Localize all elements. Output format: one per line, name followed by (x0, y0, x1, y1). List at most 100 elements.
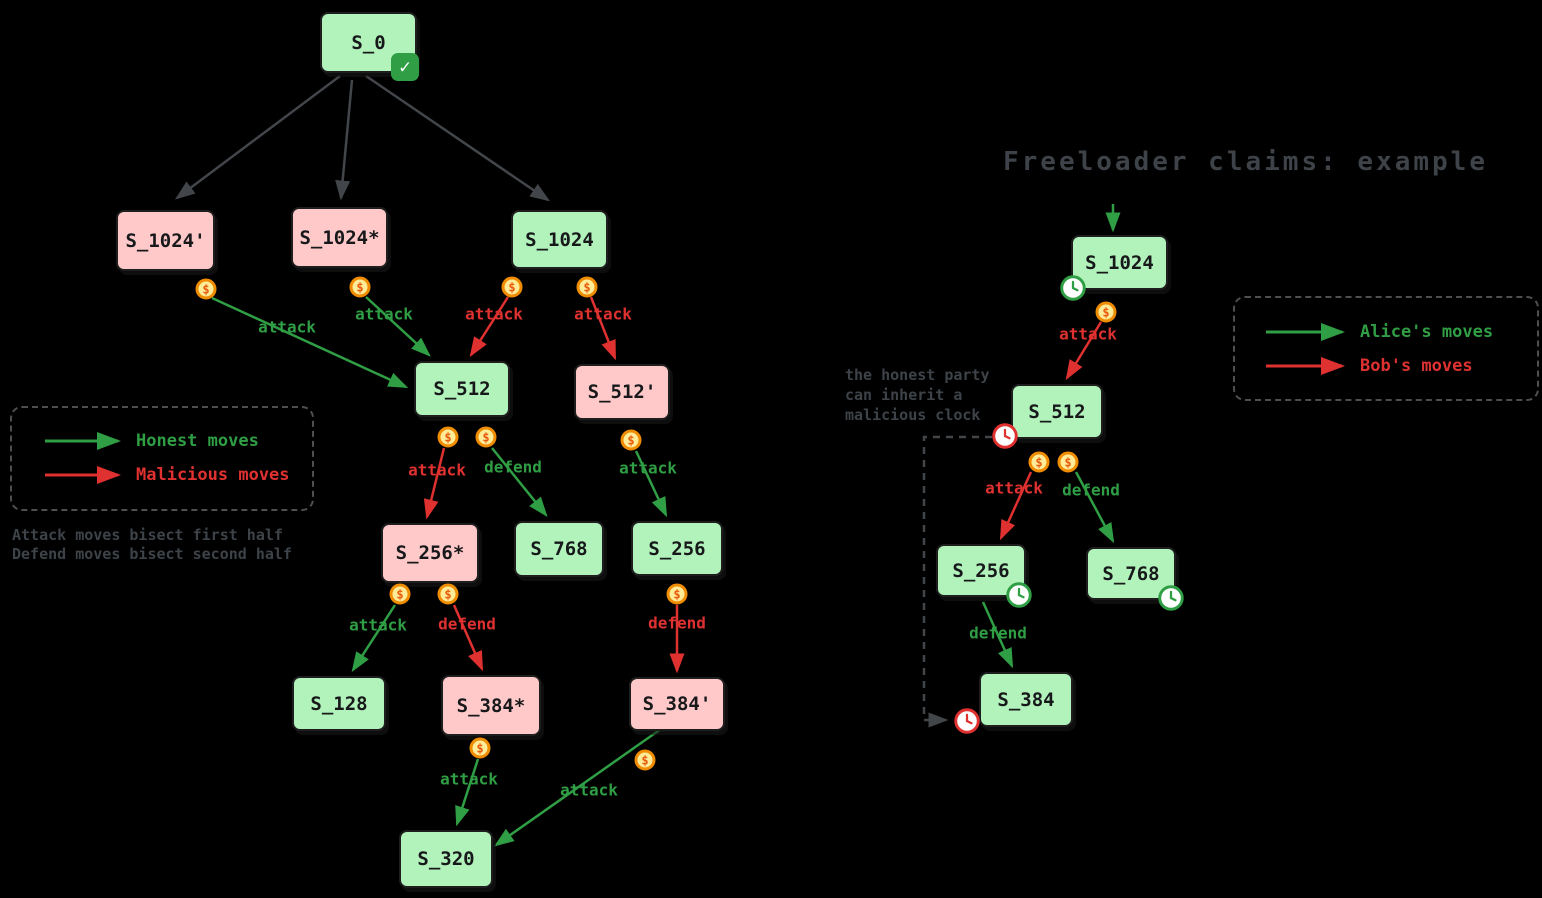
legend-bob-label: Bob's moves (1360, 356, 1473, 376)
edge-s1024-attack-s512p (589, 296, 617, 361)
node-s1024: S_1024 (511, 210, 608, 269)
coin-icon: $ (501, 276, 523, 298)
node-label: S_0 (351, 31, 386, 54)
note-defend-bisect: Defend moves bisect second half (12, 545, 292, 563)
edge-label-defend: defend (1062, 480, 1120, 500)
node-label: S_256* (395, 542, 465, 564)
node-label: S_1024 (525, 228, 594, 251)
edge-s384s-attack (455, 758, 480, 827)
node-label: S_512' (587, 381, 657, 403)
edge-label-attack: attack (619, 458, 677, 478)
coin-icon: $ (576, 276, 598, 298)
page-title: Freeloader claims: example (1003, 147, 1488, 177)
node-label: S_384* (456, 694, 526, 717)
note-attack-bisect: Attack moves bisect first half (12, 526, 283, 544)
legend-players (1233, 296, 1539, 401)
edge-root-to-s1024p (174, 74, 341, 200)
node-s128: S_128 (292, 676, 386, 731)
coin-icon: $ (475, 426, 497, 448)
legend-moves (10, 406, 314, 511)
edge-label-defend: defend (484, 457, 542, 477)
annotation-line: malicious clock (845, 406, 981, 424)
coin-icon: $ (634, 749, 656, 771)
node-label: S_128 (310, 692, 368, 715)
edge-s1024s-attack (365, 296, 431, 357)
node-label: S_256 (952, 559, 1010, 582)
node-label: S_1024* (299, 226, 380, 249)
clock-icon-red (954, 708, 981, 735)
coin-icon: $ (1028, 451, 1050, 473)
edge-label-attack: attack (465, 304, 523, 324)
clock-icon-green (1006, 582, 1033, 609)
coin-icon: $ (349, 276, 371, 298)
node-label: S_384 (997, 688, 1055, 711)
edge-label-attack: attack (355, 304, 413, 324)
node-s768: S_768 (514, 521, 604, 577)
legend-honest-label: Honest moves (136, 431, 259, 451)
node-s512-prime: S_512' (574, 364, 670, 420)
node-s1024-prime: S_1024' (116, 210, 215, 271)
edge-label-defend: defend (648, 613, 706, 633)
node-r-s512: S_512 (1011, 384, 1103, 439)
edge-label-attack: attack (985, 478, 1043, 498)
clock-icon-green (1158, 585, 1185, 612)
node-s256: S_256 (631, 521, 723, 576)
node-label: S_768 (1102, 562, 1160, 585)
node-r-s1024: S_1024 (1071, 235, 1168, 290)
edge-r-s1024-attack (1065, 321, 1103, 381)
node-s256-star: S_256* (381, 523, 479, 583)
node-s512: S_512 (414, 361, 510, 417)
coin-icon: $ (437, 583, 459, 605)
coin-icon: $ (437, 426, 459, 448)
annotation-line: can inherit a (845, 386, 963, 404)
coin-icon: $ (1057, 451, 1079, 473)
clock-icon-red (992, 423, 1019, 450)
edge-label-defend: defend (438, 614, 496, 634)
edge-s384p-attack (493, 727, 662, 847)
edge-label-defend: defend (969, 623, 1027, 643)
node-s1024-star: S_1024* (291, 207, 388, 268)
edge-s256s-attack (351, 604, 397, 673)
node-label: S_256 (648, 537, 706, 560)
edge-label-attack: attack (1059, 324, 1117, 344)
legend-malicious-label: Malicious moves (136, 465, 290, 485)
edge-label-attack: attack (258, 317, 316, 337)
node-label: S_384' (642, 693, 712, 715)
clock-icon-green (1060, 275, 1087, 302)
edge-label-attack: attack (574, 304, 632, 324)
edge-s512-defend (491, 447, 548, 517)
edge-s512-attack (423, 447, 446, 520)
edge-s512p-attack (634, 450, 668, 518)
edge-s1024-attack-s512 (469, 296, 510, 358)
coin-icon: $ (389, 583, 411, 605)
node-r-s384: S_384 (979, 672, 1073, 727)
edge-label-attack: attack (408, 460, 466, 480)
coin-icon: $ (666, 583, 688, 605)
node-label: S_512 (1028, 400, 1086, 423)
legend-alice-label: Alice's moves (1360, 322, 1494, 342)
edge-s1024p-attack (211, 296, 409, 389)
edge-label-attack: attack (560, 780, 618, 800)
edge-r-s512-defend (1074, 471, 1115, 544)
node-s320: S_320 (399, 830, 493, 888)
coin-icon: $ (195, 278, 217, 300)
node-label: S_1024' (125, 229, 206, 252)
node-label: S_768 (530, 538, 588, 560)
coin-icon: $ (1095, 301, 1117, 323)
node-s384-prime: S_384' (629, 677, 725, 731)
edge-root-to-s1024s (335, 79, 354, 201)
edge-clock-inheritance (922, 435, 992, 728)
node-label: S_1024 (1085, 251, 1154, 274)
edge-label-attack: attack (349, 615, 407, 635)
edge-r-s256-defend (981, 601, 1014, 669)
edge-r-s512-attack (999, 471, 1033, 541)
edge-label-attack: attack (440, 769, 498, 789)
checkmark-icon: ✓ (391, 53, 419, 81)
coin-icon: $ (469, 737, 491, 759)
node-label: S_320 (417, 848, 475, 870)
edge-root-to-s1024 (365, 74, 551, 202)
node-label: S_512 (433, 378, 491, 400)
coin-icon: $ (620, 429, 642, 451)
